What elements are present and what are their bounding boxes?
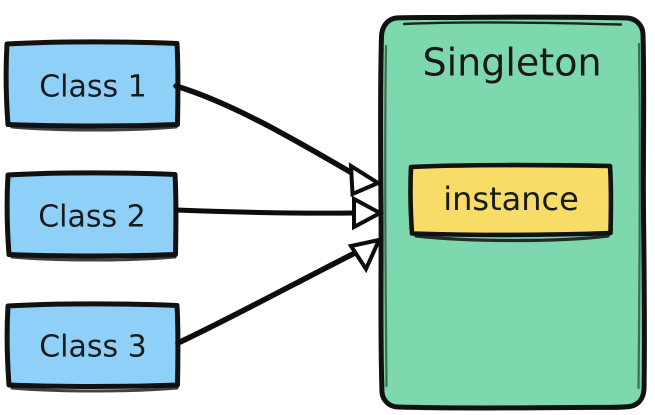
arrowhead-1-icon xyxy=(348,162,383,197)
class-box-1[interactable]: Class 1 xyxy=(3,39,181,132)
connector-class-1-to-singleton[interactable] xyxy=(173,83,383,197)
class-box-1-shadow xyxy=(10,125,178,132)
class-box-2-shape xyxy=(4,170,179,259)
connector-class-2-to-singleton[interactable] xyxy=(173,195,385,231)
singleton-box-accent-right xyxy=(637,42,641,390)
instance-box-shape xyxy=(408,162,614,238)
class-box-3-shadow xyxy=(10,386,179,393)
instance-box[interactable]: instance xyxy=(408,162,614,243)
class-box-2-shadow xyxy=(10,255,177,262)
class-box-3-shape xyxy=(4,301,181,389)
class-box-3[interactable]: Class 3 xyxy=(4,301,181,393)
class-box-2[interactable]: Class 2 xyxy=(4,170,179,262)
arrowhead-2-icon xyxy=(352,195,385,231)
class-box-1-shape xyxy=(3,39,181,129)
connector-line-2 xyxy=(173,207,357,216)
arrowhead-3-icon xyxy=(347,237,383,274)
instance-label: instance xyxy=(443,180,579,218)
class-box-2-label: Class 2 xyxy=(38,200,146,235)
singleton-title: Singleton xyxy=(422,41,601,85)
connector-line-1 xyxy=(173,83,355,176)
singleton-box-accent-top xyxy=(402,21,623,26)
class-box-3-label: Class 3 xyxy=(39,330,147,365)
connector-class-3-to-singleton[interactable] xyxy=(175,237,383,346)
connector-line-3 xyxy=(175,251,356,346)
class-box-1-label: Class 1 xyxy=(39,70,147,105)
singleton-box-accent-left xyxy=(384,44,388,388)
instance-box-shadow xyxy=(414,234,610,243)
